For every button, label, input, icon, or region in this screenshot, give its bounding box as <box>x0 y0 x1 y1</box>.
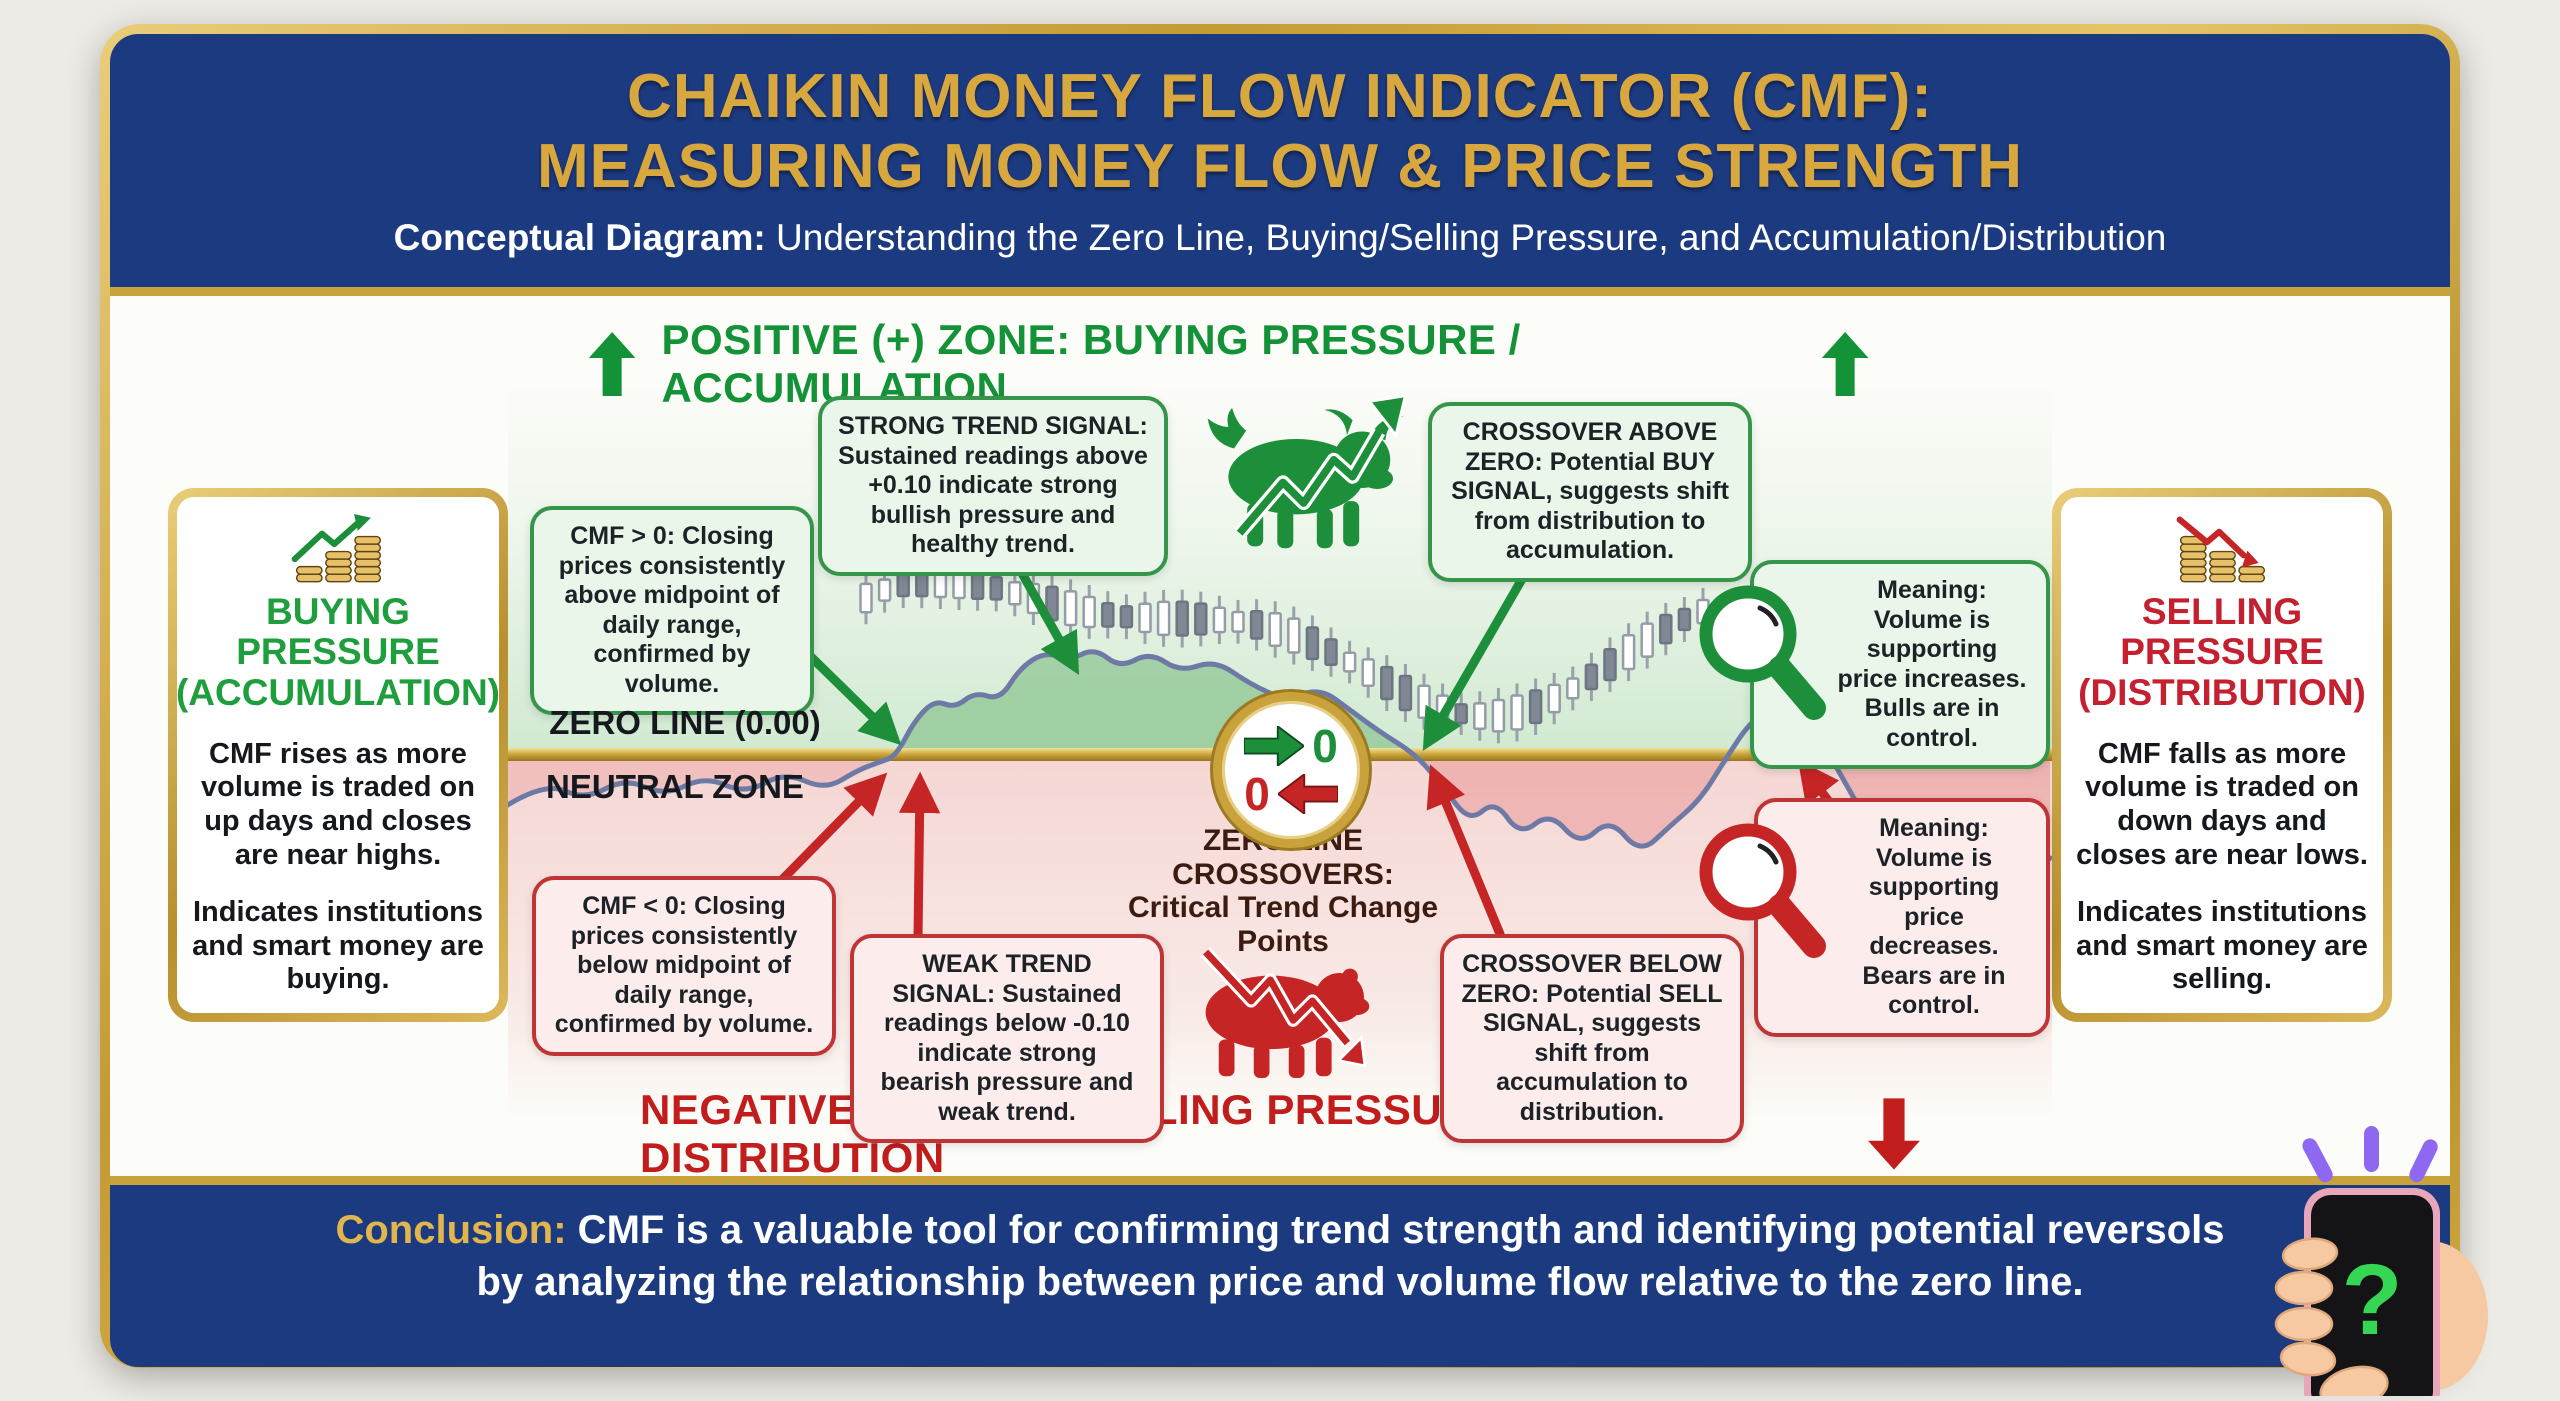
bear-icon <box>1165 938 1395 1083</box>
down-arrow-icon <box>1868 1098 1920 1170</box>
crossover-down-row: 0 <box>1244 771 1338 817</box>
callout-cmf-above-zero: CMF > 0: Closing prices consistently abo… <box>530 506 814 715</box>
conclusion-label: Conclusion: <box>335 1208 567 1252</box>
footer-band <box>110 1176 2450 1367</box>
selling-pressure-title: SELLING PRESSURE (DISTRIBUTION) <box>2073 590 2371 714</box>
conclusion: Conclusion: CMF is a valuable tool for c… <box>330 1204 2230 1308</box>
zero-down-value: 0 <box>1244 768 1270 820</box>
callout-strong-trend-signal: STRONG TREND SIGNAL: Sustained readings … <box>818 396 1168 576</box>
magnifier-bulls-icon <box>1688 576 1838 741</box>
page-subtitle: Conceptual Diagram: Understanding the Ze… <box>394 217 2167 259</box>
buying-pressure-title-line1: BUYING PRESSURE <box>236 590 440 673</box>
zero-up-value: 0 <box>1312 720 1338 772</box>
selling-pressure-body2: Indicates institutions and smart money a… <box>2076 896 2368 996</box>
neutral-zone-label: NEUTRAL ZONE <box>546 768 804 805</box>
crossover-up-row: 0 <box>1244 723 1338 769</box>
selling-pressure-title-line2: (DISTRIBUTION) <box>2078 671 2366 713</box>
header-band: CHAIKIN MONEY FLOW INDICATOR (CMF): MEAS… <box>110 34 2450 296</box>
rising-coins-icon <box>291 513 382 583</box>
green-right-arrow-icon <box>1244 726 1305 766</box>
callout-cmf-below-zero: CMF < 0: Closing prices consistently bel… <box>532 876 836 1056</box>
selling-pressure-body1: CMF falls as more volume is traded on do… <box>2076 737 2368 871</box>
callout-weak-trend-signal: WEAK TREND SIGNAL: Sustained readings be… <box>850 934 1164 1143</box>
hand-phone-illustration: ? <box>2258 1126 2493 1401</box>
page-title-line1: CHAIKIN MONEY FLOW INDICATOR (CMF): <box>627 62 1933 132</box>
fingers <box>2274 1237 2389 1401</box>
subtitle-label: Conceptual Diagram: <box>393 216 766 258</box>
zero-crossover-badge: 0 0 <box>1213 692 1369 848</box>
buying-pressure-body1: CMF rises as more volume is traded on up… <box>201 737 475 871</box>
callout-crossover-above-zero: CROSSOVER ABOVE ZERO: Potential BUY SIGN… <box>1428 402 1752 582</box>
purple-rays-icon <box>2302 1126 2438 1183</box>
phone-screen-glyph: ? <box>2341 1244 2402 1356</box>
zero-line-label: ZERO LINE (0.00) <box>549 704 821 741</box>
buying-pressure-body2: Indicates institutions and smart money a… <box>192 896 484 996</box>
subtitle-text: Understanding the Zero Line, Buying/Sell… <box>765 216 2167 258</box>
red-left-arrow-icon <box>1277 774 1338 814</box>
bull-icon <box>1178 392 1418 557</box>
up-arrow-icon <box>588 332 636 396</box>
falling-coins-icon <box>2176 516 2266 583</box>
buying-pressure-title-line2: (ACCUMULATION) <box>175 671 501 713</box>
callout-crossover-below-zero: CROSSOVER BELOW ZERO: Potential SELL SIG… <box>1440 934 1744 1143</box>
selling-pressure-panel: SELLING PRESSURE (DISTRIBUTION) CMF fall… <box>2052 488 2392 1022</box>
buying-pressure-panel: BUYING PRESSURE (ACCUMULATION) CMF rises… <box>168 488 508 1022</box>
up-arrow-icon <box>1822 332 1869 396</box>
crossover-caption-line2: Critical Trend Change Points <box>1127 891 1439 958</box>
positive-zone-heading: POSITIVE (+) ZONE: BUYING PRESSURE / ACC… <box>588 316 1869 412</box>
page-title-line2: MEASURING MONEY FLOW & PRICE STRENGTH <box>536 131 2023 201</box>
conclusion-text: CMF is a valuable tool for confirming tr… <box>476 1208 2225 1304</box>
buying-pressure-title: BUYING PRESSURE (ACCUMULATION) <box>175 590 501 714</box>
selling-pressure-title-line1: SELLING PRESSURE <box>2120 590 2324 673</box>
magnifier-bears-icon <box>1688 814 1838 979</box>
